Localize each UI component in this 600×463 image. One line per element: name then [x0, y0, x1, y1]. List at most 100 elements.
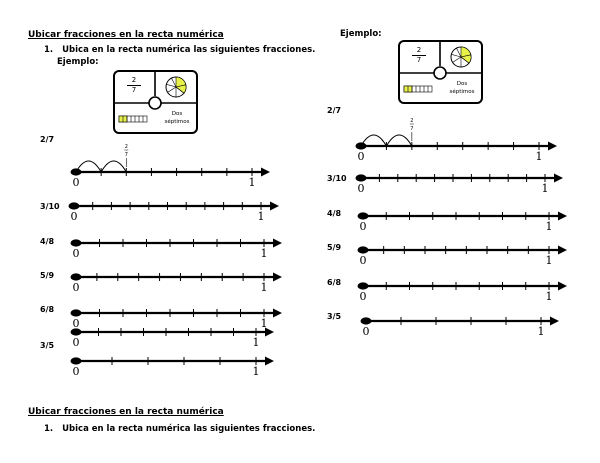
arrow-head-icon — [265, 327, 274, 337]
arrow-head-icon — [273, 238, 282, 248]
instruction-number: 1. — [44, 424, 54, 434]
label-one: 1 — [546, 290, 553, 303]
label-one: 1 — [249, 176, 256, 189]
label-one: 1 — [261, 281, 268, 294]
fraction-label: 2/7 — [40, 135, 55, 144]
pie-chart-icon — [450, 46, 472, 68]
arrow-head-icon — [261, 167, 270, 177]
label-zero: 0 — [73, 317, 80, 330]
fraction-label: 2/7 — [327, 106, 342, 115]
fraction-label: 5/9 — [40, 271, 55, 280]
fraction-denominator: 7 — [412, 55, 426, 65]
number-line: 2 7 0 1 — [70, 144, 270, 189]
jump-arc — [100, 160, 127, 173]
label-zero: 0 — [360, 290, 367, 303]
fraction-label: 6/8 — [327, 278, 342, 287]
start-point — [70, 273, 82, 281]
fraction-label: 6/8 — [40, 305, 55, 314]
arrow-head-icon — [273, 308, 282, 318]
label-one: 1 — [261, 247, 268, 260]
start-point — [357, 282, 369, 290]
fraction-denominator: 7 — [127, 85, 141, 95]
example-mark-numerator: 2 — [125, 144, 128, 150]
example-mark-denominator: 7 — [125, 152, 128, 158]
start-point — [357, 212, 369, 220]
start-point — [355, 174, 367, 182]
arrow-head-icon — [554, 173, 563, 183]
example-label-right: Ejemplo: — [340, 29, 382, 39]
fraction-label: 3/5 — [327, 312, 342, 321]
example-mark-denominator: 7 — [410, 126, 413, 132]
puzzle-fraction: 2 7 — [404, 46, 434, 65]
start-point — [70, 328, 82, 336]
pie-chart-icon — [165, 76, 187, 98]
fraction-label: 3/10 — [40, 202, 60, 211]
arrow-head-icon — [558, 281, 567, 291]
start-point — [70, 239, 82, 247]
start-point — [68, 202, 80, 210]
label-one: 1 — [253, 365, 260, 378]
fraction-label: 3/5 — [40, 341, 55, 350]
fraction-numerator: 2 — [131, 76, 137, 84]
start-point — [360, 317, 372, 325]
arrow-head-icon — [550, 316, 559, 326]
label-one: 1 — [261, 317, 268, 330]
instruction-number: 1. — [44, 45, 54, 55]
arrow-head-icon — [270, 201, 279, 211]
worksheet-title-bottom: Ubicar fracciones en la recta numérica — [28, 407, 224, 417]
arrow-head-icon — [265, 356, 274, 366]
label-zero: 0 — [360, 254, 367, 267]
start-point — [70, 357, 82, 365]
instruction-text: Ubica en la recta numérica las siguiente… — [62, 424, 316, 434]
label-zero: 0 — [73, 336, 80, 349]
arrow-head-icon — [548, 141, 557, 151]
jump-arc — [75, 160, 102, 173]
puzzle-pieces — [113, 70, 198, 134]
label-zero: 0 — [73, 176, 80, 189]
fraction-label: 4/8 — [40, 237, 55, 246]
label-one: 1 — [538, 325, 545, 338]
puzzle-words: Dos séptimos — [164, 111, 190, 125]
puzzle-words: Dos séptimos — [449, 81, 475, 95]
example-label-left: Ejemplo: — [57, 57, 99, 67]
worksheet-title: Ubicar fracciones en la recta numérica — [28, 30, 224, 40]
arrow-head-icon — [558, 211, 567, 221]
label-one: 1 — [546, 254, 553, 267]
fraction-label: 3/10 — [327, 174, 347, 183]
arrow-head-icon — [273, 272, 282, 282]
label-zero: 0 — [360, 220, 367, 233]
fraction-numerator: 2 — [416, 46, 422, 54]
instruction-bottom: 1. Ubica en la recta numérica las siguie… — [44, 424, 315, 434]
label-one: 1 — [536, 150, 543, 163]
puzzle-card-right: 2 7 Dos séptimos — [398, 40, 483, 104]
jump-arc — [385, 134, 413, 147]
puzzle-pieces — [398, 40, 483, 104]
bar-model-icon — [118, 115, 148, 123]
label-one: 1 — [253, 336, 260, 349]
label-one: 1 — [258, 210, 265, 223]
label-one: 1 — [542, 182, 549, 195]
puzzle-fraction: 2 7 — [119, 76, 149, 95]
label-zero: 0 — [363, 325, 370, 338]
bar-model-icon — [403, 85, 433, 93]
puzzle-card-left: 2 7 Dos séptimos — [113, 70, 198, 134]
start-point — [70, 309, 82, 317]
label-zero: 0 — [73, 365, 80, 378]
label-one: 1 — [546, 220, 553, 233]
jump-arc — [360, 134, 387, 147]
label-zero: 0 — [358, 182, 365, 195]
instruction-text: Ubica en la recta numérica las siguiente… — [62, 45, 316, 55]
start-point — [357, 246, 369, 254]
